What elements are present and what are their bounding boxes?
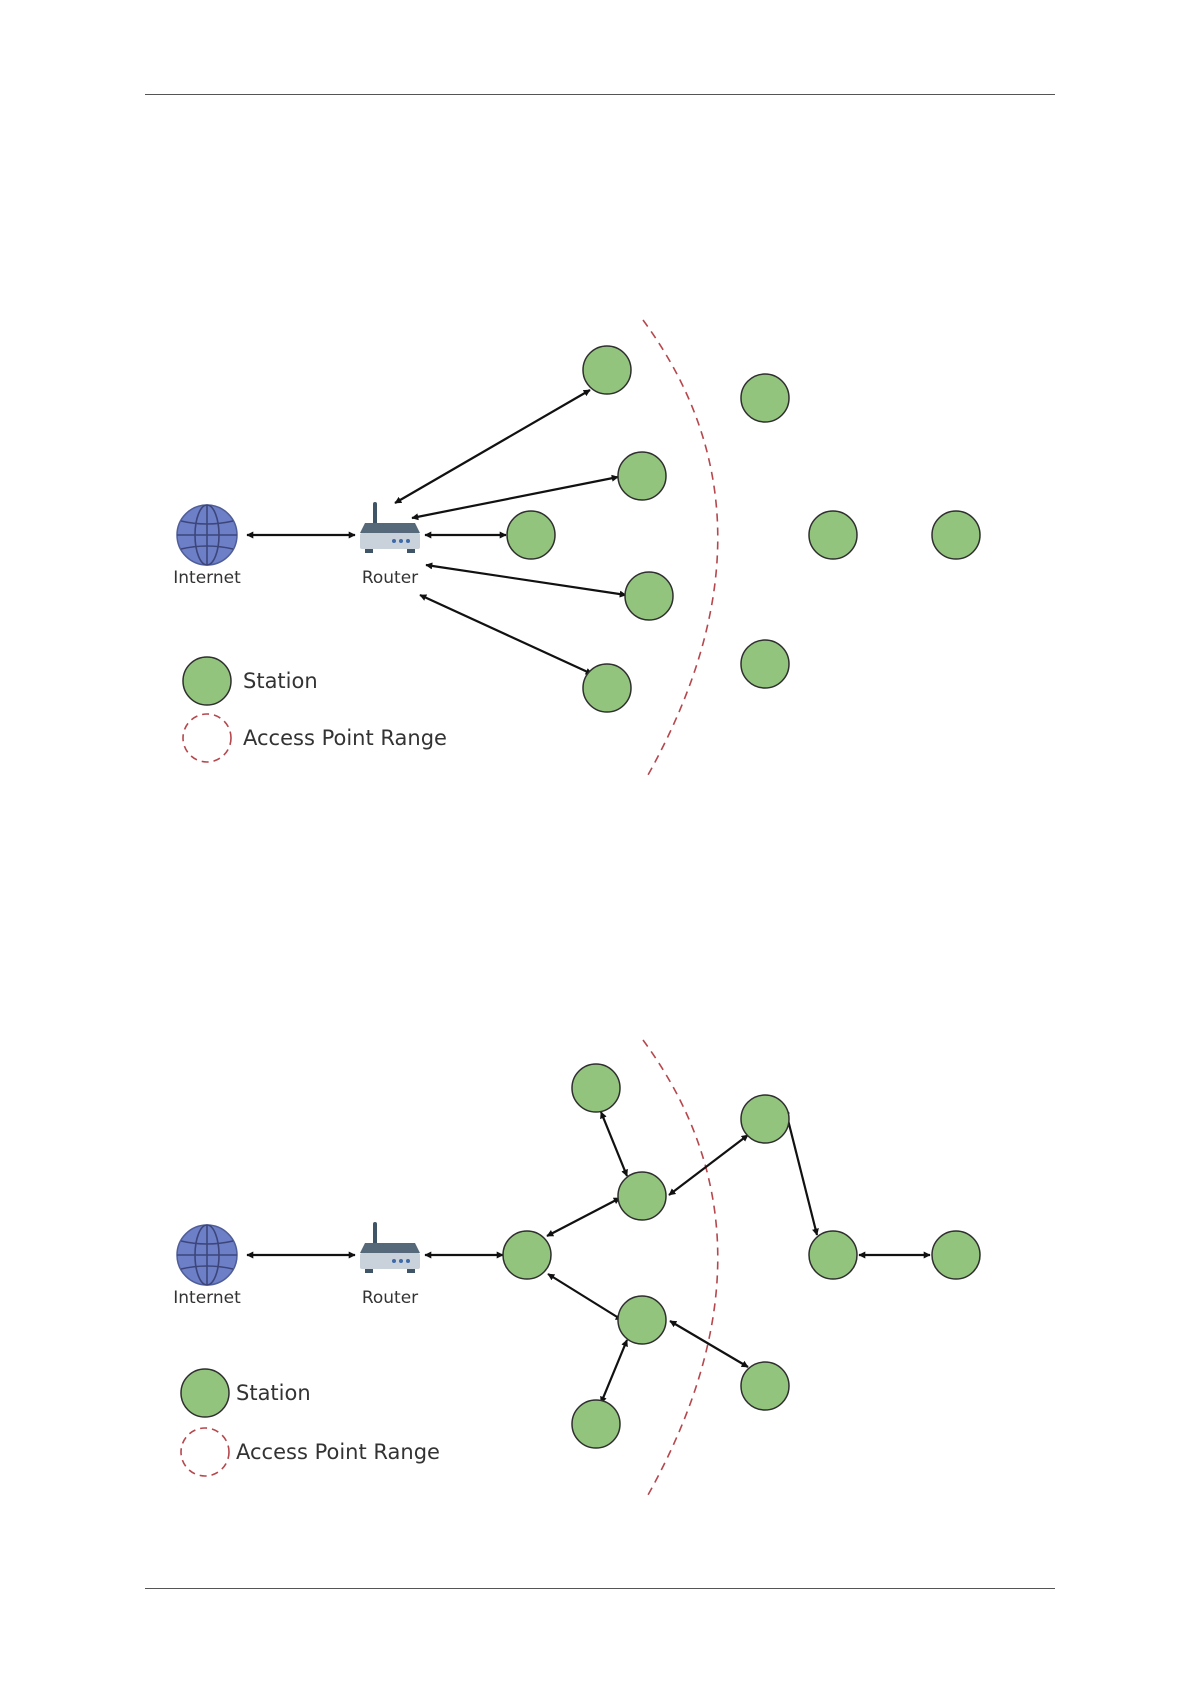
router-icon — [360, 502, 420, 553]
station — [503, 1231, 551, 1279]
legend-station-label: Station — [243, 669, 318, 693]
globe-icon — [177, 505, 237, 565]
station — [618, 1296, 666, 1344]
internet-label: Internet — [173, 568, 241, 588]
station — [583, 664, 631, 712]
legend-station-swatch — [183, 657, 231, 705]
station — [618, 1172, 666, 1220]
router-icon — [360, 1222, 420, 1273]
link-router-station — [412, 477, 618, 518]
legend-range-label: Access Point Range — [236, 1440, 440, 1464]
station — [741, 374, 789, 422]
station — [625, 572, 673, 620]
link-station-station — [601, 1340, 627, 1403]
station — [809, 1231, 857, 1279]
link-station-station — [601, 1112, 627, 1176]
station — [741, 1362, 789, 1410]
access-point-range-arc — [643, 320, 718, 775]
station — [507, 511, 555, 559]
legend: Station Access Point Range — [181, 1369, 440, 1476]
legend-range-label: Access Point Range — [243, 726, 447, 750]
legend-station-swatch — [181, 1369, 229, 1417]
internet-label: Internet — [173, 1288, 241, 1308]
station — [741, 640, 789, 688]
link-router-station — [420, 595, 592, 674]
link-router-station — [395, 390, 590, 503]
legend-station-label: Station — [236, 1381, 311, 1405]
globe-icon — [177, 1225, 237, 1285]
station — [572, 1400, 620, 1448]
station — [932, 1231, 980, 1279]
legend: Station Access Point Range — [183, 657, 447, 762]
access-point-range-arc — [643, 1040, 718, 1495]
station — [583, 346, 631, 394]
link-station-station — [548, 1274, 622, 1320]
station — [809, 511, 857, 559]
link-station-station — [669, 1135, 748, 1195]
link-router-station — [426, 565, 626, 595]
links — [247, 390, 626, 674]
stations — [507, 346, 980, 712]
link-station-station — [670, 1321, 748, 1367]
diagram-access-point-mode: Internet Router Station — [173, 320, 980, 775]
router-label: Router — [362, 568, 418, 588]
legend-range-swatch — [181, 1428, 229, 1476]
link-station-station — [785, 1108, 817, 1235]
diagram-mesh-mode: Internet Router Station — [173, 1040, 980, 1495]
station — [618, 452, 666, 500]
legend-range-swatch — [183, 714, 231, 762]
station — [572, 1064, 620, 1112]
link-station-station — [547, 1198, 620, 1236]
router-label: Router — [362, 1288, 418, 1308]
station — [741, 1095, 789, 1143]
station — [932, 511, 980, 559]
